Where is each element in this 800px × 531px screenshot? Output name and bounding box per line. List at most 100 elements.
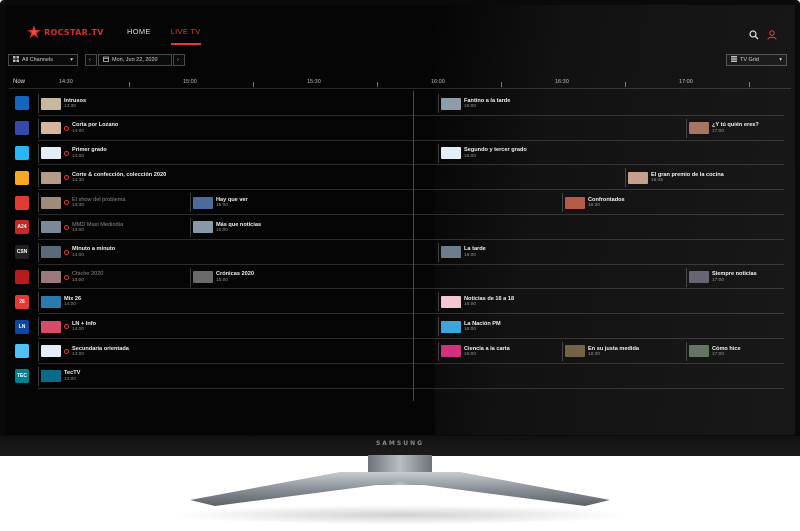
nav-live-tv[interactable]: LIVE TV [170, 27, 201, 45]
channel-ch1[interactable] [9, 91, 35, 116]
app-logo[interactable]: ROCSTAR.TV [27, 25, 104, 39]
record-icon[interactable] [64, 150, 69, 156]
program-thumbnail [41, 171, 61, 184]
date-label: Mon, Jun 22, 2020 [112, 57, 158, 63]
program-time: 14:30 [72, 178, 85, 184]
channel-ch2[interactable] [9, 116, 35, 141]
record-icon[interactable] [64, 249, 69, 255]
view-mode-select[interactable]: TV Grid ▾ [726, 54, 787, 66]
search-icon[interactable] [749, 27, 759, 45]
nav-home[interactable]: HOME [127, 27, 151, 36]
record-icon[interactable] [64, 274, 69, 280]
record-icon[interactable] [64, 348, 69, 354]
program-thumbnail [689, 271, 709, 284]
tv-stand-base [190, 472, 610, 506]
timeline-tick-mark [625, 82, 626, 87]
program-thumbnail [689, 122, 709, 135]
program-time: 14:00 [72, 252, 85, 258]
program-title: Crónicas 2020 [216, 271, 254, 278]
next-day-button[interactable]: › [173, 54, 185, 66]
program-time: 16:30 [588, 203, 601, 209]
program-thumbnail [193, 196, 213, 209]
program-thumbnail [689, 345, 709, 358]
program-time: 15:00 [216, 227, 229, 233]
channel-filter-select[interactable]: All Channels ▾ [8, 54, 78, 66]
now-label[interactable]: Now [13, 79, 26, 85]
program-thumbnail [565, 345, 585, 358]
program-cell[interactable]: ¿Y tú quién eres?17:00 [686, 118, 782, 138]
channel-ch5[interactable] [9, 190, 35, 215]
program-time: 16:00 [464, 153, 477, 159]
program-title: La tarde [464, 246, 486, 253]
channel-ch4[interactable] [9, 165, 35, 190]
record-icon[interactable] [64, 125, 69, 131]
channel-ch8[interactable] [9, 265, 35, 290]
record-icon[interactable] [64, 175, 69, 181]
channel-ch12[interactable]: TEC [9, 364, 35, 389]
channel-ch3[interactable] [9, 141, 35, 166]
program-title: Chiche 2020 [72, 271, 104, 278]
channel-logo-icon [15, 96, 29, 111]
logo-text: ROCSTAR.TV [44, 27, 104, 37]
channel-ch11[interactable] [9, 339, 35, 364]
program-time: 14:00 [72, 153, 85, 159]
chevron-right-icon: › [177, 57, 179, 63]
channel-ch10[interactable]: LN [9, 314, 35, 339]
channel-logo-icon [15, 344, 29, 359]
user-icon[interactable] [767, 27, 777, 45]
record-icon[interactable] [64, 224, 69, 230]
channel-ch9[interactable]: 26 [9, 289, 35, 314]
program-thumbnail [41, 345, 61, 358]
record-icon[interactable] [64, 200, 69, 206]
record-icon[interactable] [64, 324, 69, 330]
channel-ch7[interactable]: CSN [9, 240, 35, 265]
program-time: 16:00 [464, 103, 477, 109]
chevron-left-icon: ‹ [89, 57, 91, 63]
program-thumbnail [441, 320, 461, 333]
channel-ch6[interactable]: A24 [9, 215, 35, 240]
timeline-tick-label: 16:30 [555, 79, 569, 85]
prev-day-button[interactable]: ‹ [85, 54, 97, 66]
program-time: 16:30 [588, 351, 601, 357]
date-picker[interactable]: Mon, Jun 22, 2020 [98, 54, 172, 66]
